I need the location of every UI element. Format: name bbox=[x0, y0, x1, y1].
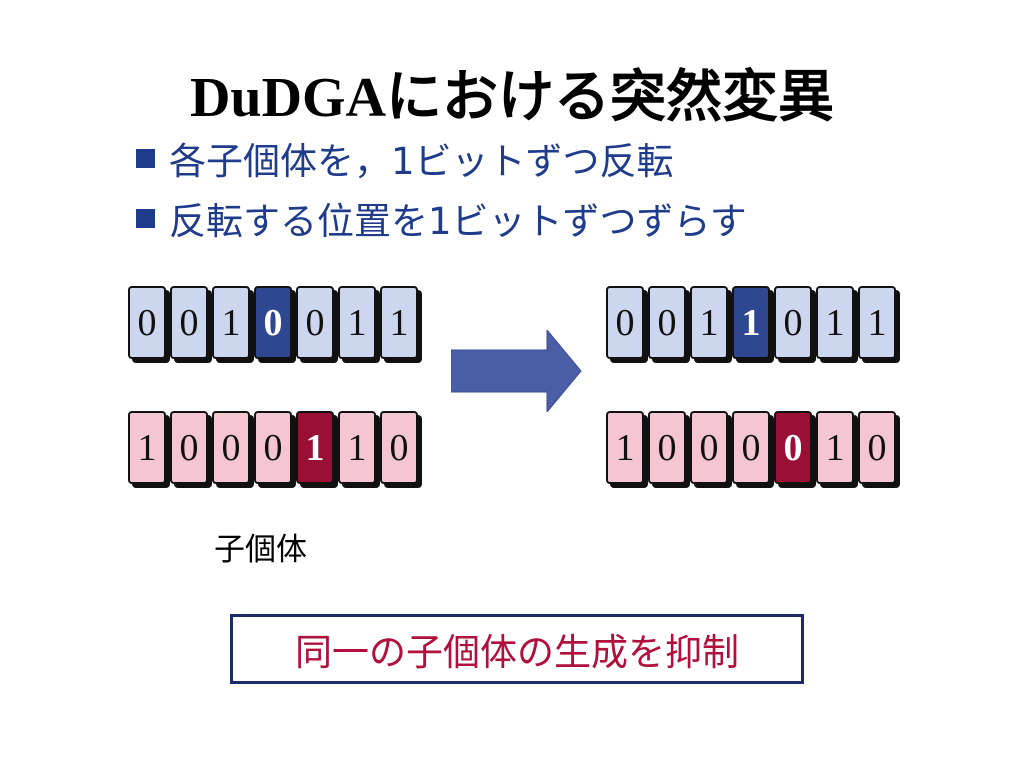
bit-cell: 1 bbox=[338, 411, 376, 484]
right-arrow-icon bbox=[451, 330, 582, 412]
bit-cell: 0 bbox=[732, 411, 770, 484]
bit-cell-mutated: 0 bbox=[254, 286, 292, 359]
bullet-item-1: 各子個体を，1ビットずつ反転 bbox=[130, 128, 747, 188]
square-bullet-icon bbox=[136, 208, 155, 228]
bit-cell: 0 bbox=[170, 286, 208, 359]
bit-cell: 0 bbox=[858, 411, 896, 484]
bit-cell: 1 bbox=[338, 286, 376, 359]
bit-cell: 0 bbox=[774, 286, 812, 359]
bit-cell: 0 bbox=[380, 411, 418, 484]
title-rest: における突然変異 bbox=[386, 65, 835, 130]
bit-cell: 1 bbox=[816, 411, 854, 484]
title-latin: DuDGA bbox=[189, 67, 387, 129]
bullet-text-1: 各子個体を，1ビットずつ反転 bbox=[169, 140, 674, 183]
bit-cell: 0 bbox=[128, 286, 166, 359]
bit-cell: 1 bbox=[380, 286, 418, 359]
bit-cell-mutated: 1 bbox=[732, 286, 770, 359]
bit-cell: 0 bbox=[606, 286, 644, 359]
bit-cell: 1 bbox=[858, 286, 896, 359]
bit-cell: 0 bbox=[212, 411, 250, 484]
child-individual-label: 子個体 bbox=[214, 532, 307, 568]
bit-cell: 1 bbox=[816, 286, 854, 359]
bullet-item-2: 反転する位置を1ビットずつずらす bbox=[130, 188, 747, 248]
bit-cell: 1 bbox=[690, 286, 728, 359]
note-box: 同一の子個体の生成を抑制 bbox=[230, 614, 804, 684]
bit-cell: 1 bbox=[128, 411, 166, 484]
bit-cell: 1 bbox=[212, 286, 250, 359]
slide-title: DuDGAにおける突然変異 bbox=[0, 52, 1024, 133]
bit-cell: 0 bbox=[648, 286, 686, 359]
bit-cell: 0 bbox=[254, 411, 292, 484]
bullet-text-2: 反転する位置を1ビットずつずらす bbox=[169, 200, 747, 243]
bit-cell: 0 bbox=[296, 286, 334, 359]
bit-cell: 0 bbox=[690, 411, 728, 484]
square-bullet-icon bbox=[136, 148, 155, 168]
bit-cell-mutated: 1 bbox=[296, 411, 334, 484]
bullet-list: 各子個体を，1ビットずつ反転 反転する位置を1ビットずつずらす bbox=[130, 128, 747, 248]
bit-cell-mutated: 0 bbox=[774, 411, 812, 484]
bit-cell: 1 bbox=[606, 411, 644, 484]
bit-cell: 0 bbox=[170, 411, 208, 484]
bit-cell: 0 bbox=[648, 411, 686, 484]
